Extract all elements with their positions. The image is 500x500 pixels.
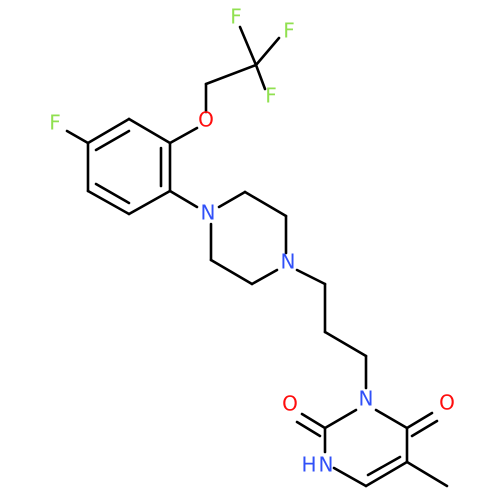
bond-aryl-f — [65, 129, 90, 145]
bond-ura-4 — [364, 460, 409, 488]
bond-c4o-a — [405, 411, 434, 430]
atom-n-uracil-3: N — [359, 387, 374, 411]
bond-pip-5 — [209, 258, 254, 286]
bond-ring-6 — [127, 117, 172, 145]
atom-n-piperazine-1: N — [201, 201, 216, 225]
atom-o-carbonyl-1: O — [282, 392, 298, 416]
bond-cf3-f1 — [238, 25, 258, 67]
bond-layer — [65, 25, 449, 488]
atom-n-piperazine-2: N — [281, 250, 296, 274]
bond-ura-4b — [366, 455, 402, 477]
atom-label-layer: F F F F O N N O N O H N — [49, 5, 455, 477]
bond-pip-2 — [243, 190, 288, 218]
bond-ring-3 — [86, 189, 131, 216]
bond-cf3-f3 — [254, 63, 267, 91]
atom-o-ether: O — [198, 108, 214, 132]
atom-o-carbonyl-2: O — [439, 391, 455, 415]
bond-ring-inner-2 — [94, 182, 131, 205]
bond-o-aryl — [168, 126, 199, 145]
atom-f-1: F — [230, 5, 242, 29]
bond-c2o-b — [295, 420, 322, 438]
bond-c2o-a — [300, 412, 327, 430]
bond-ura-1 — [323, 408, 358, 430]
bond-ura-6 — [374, 408, 409, 430]
bond-pip-4 — [250, 268, 279, 286]
atom-f-3: F — [265, 84, 277, 108]
bond-ring-inner-3 — [94, 129, 131, 152]
bond-methyl — [405, 460, 449, 488]
bond-ring-2 — [127, 189, 172, 216]
bond-ura-3 — [332, 466, 368, 488]
bond-pip-1 — [217, 190, 247, 209]
bond-ring-5 — [86, 117, 131, 145]
bond-aryl-n — [168, 189, 199, 209]
atom-n-uracil-1: N — [319, 453, 334, 477]
bond-cf3-ch2 — [204, 63, 258, 86]
atom-f-2: F — [283, 19, 295, 43]
atom-f-ring: F — [49, 111, 61, 135]
bond-chain-3 — [323, 330, 368, 358]
bond-chain-1 — [295, 268, 327, 286]
bond-cf3-f2 — [254, 36, 281, 67]
atom-h: H — [301, 453, 316, 477]
bond-c4o-b — [410, 419, 439, 438]
